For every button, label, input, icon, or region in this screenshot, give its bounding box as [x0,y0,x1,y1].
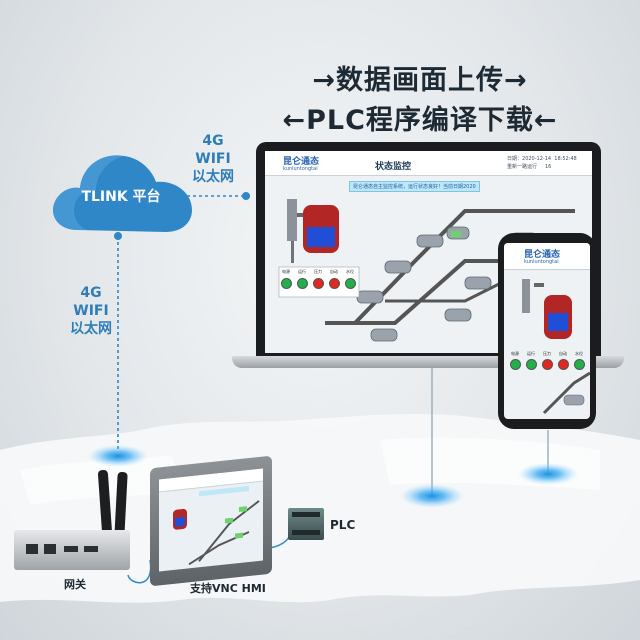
hmi-display [159,468,263,572]
headline-download: ←PLC程序编译下载← [282,105,558,136]
hmi-label: 支持VNC HMI [190,582,266,595]
connection-label-left: 4G WIFI 以太网 [70,285,112,337]
beacon [400,484,464,508]
connection-label-top: 4G WIFI 以太网 [192,133,234,185]
hmi-process-diagram [173,500,260,566]
status-lamp-green [281,278,292,289]
status-lamp-green [297,278,308,289]
phone-process-diagram [522,279,590,415]
phone-header: 昆仑通态 kunluntongtai [504,243,590,270]
lamp-label: 自动 [330,269,338,274]
status-lamp-green [510,359,521,370]
plc-label: PLC [330,518,356,532]
plc-terminal-strip [292,530,320,535]
scada-header: 昆仑通态 kunluntongtai 状态监控 日期：2020-12-14 18… [265,151,592,176]
ethernet-port [26,544,38,554]
status-lamp-red [542,359,553,370]
phone-display: 昆仑通态 kunluntongtai 电源 运行 压力 自动 水位 [504,243,590,419]
status-lamp-green [574,359,585,370]
lamp-label: 运行 [527,351,535,356]
lamp-label: 自动 [559,351,567,356]
lamp-label: 电源 [511,351,519,356]
brand-logo-sub: kunluntongtai [283,166,318,172]
brand-logo-sub: kunluntongtai [524,259,559,265]
status-lamp-green [345,278,356,289]
gateway-label: 网关 [64,578,86,591]
usb-port [84,546,98,552]
status-line: 重新一路运行 16 [507,164,552,170]
ethernet-port [44,544,56,554]
lamp-label: 电源 [282,269,290,274]
cloud-icon [53,155,192,232]
plc-terminal-strip [292,512,320,517]
screen-title: 状态监控 [375,162,412,172]
status-lamp-red [558,359,569,370]
status-lamp-red [313,278,324,289]
lamp-label: 水位 [346,269,354,274]
lamp-label: 水位 [575,351,583,356]
status-lamp-green [526,359,537,370]
usb-port [64,546,78,552]
lamp-label: 压力 [543,351,551,356]
brand-logo: 昆仑通态 [524,250,561,260]
headline-upload: →数据画面上传→ [312,65,528,96]
gateway-device [14,530,130,570]
status-lamp-red [329,278,340,289]
date-line: 日期：2020-12-14 18:52:48 [507,156,577,162]
plc-device [288,508,324,540]
beacon [518,463,578,485]
lamp-label: 运行 [298,269,306,274]
beacon [88,445,148,467]
cloud-platform-label: TLINK 平台 [81,189,161,205]
status-ticker: 昆仑通态自主监控系统，运行状态良好！当前日期2020 [349,181,480,192]
lamp-label: 压力 [314,269,322,274]
brand-logo: 昆仑通态 [283,157,320,167]
